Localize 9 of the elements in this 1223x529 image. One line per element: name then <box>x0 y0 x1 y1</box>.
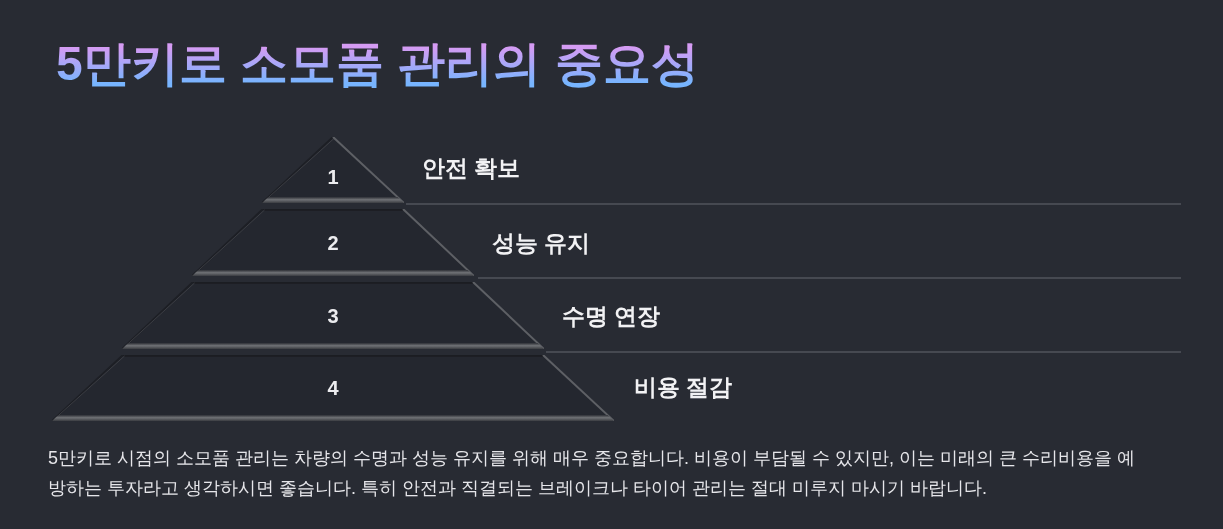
layer-label: 비용 절감 <box>634 373 733 401</box>
caption: 5만키로 시점의 소모품 관리는 차량의 수명과 성능 유지를 위해 매우 중요합니다. 비용이 부담될 수 있지만, 이는 미래의 큰 수리비용을 예방하는 투자라고 생각하시면 좋습니다. 특히 안전과 직결되는 브레이크나 타이어 관리는 절대 미루지 마시기 바랍니다. <box>48 447 1137 500</box>
layer-number: 1 <box>327 166 339 188</box>
layer-number: 2 <box>327 232 339 254</box>
layer-label: 수명 연장 <box>562 302 661 330</box>
layer-number: 3 <box>327 305 339 327</box>
layer-number: 4 <box>327 377 339 399</box>
layer-label: 성능 유지 <box>492 229 591 257</box>
layer-label: 안전 확보 <box>422 154 521 182</box>
